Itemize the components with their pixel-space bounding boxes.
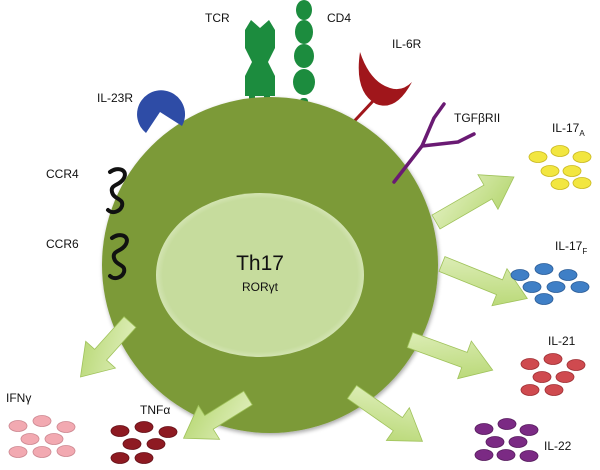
il22-particle-4	[485, 436, 505, 448]
il22-particle-6	[474, 449, 494, 461]
il17f-particle-1	[510, 269, 530, 281]
il21-particle-7	[544, 384, 564, 396]
il21-particle-3	[566, 359, 586, 371]
tnfa-particle-4	[122, 438, 142, 450]
il17a-particle-5	[562, 165, 582, 177]
tgfbrii-receptor-icon	[392, 102, 476, 184]
ifng-label: IFNγ	[6, 391, 31, 405]
il17a-particle-2	[550, 145, 570, 157]
il17f-particle-4	[522, 281, 542, 293]
ccr4-receptor-icon	[106, 167, 127, 215]
tnfa-label: TNFα	[140, 403, 170, 417]
cytokine-clusters	[8, 145, 592, 464]
il6r-label: IL-6R	[392, 37, 422, 51]
arrow-to-il17a	[431, 174, 515, 230]
il17f-particle-5	[546, 281, 566, 293]
tcr-label: TCR	[205, 11, 230, 25]
il21-particle-6	[520, 384, 540, 396]
il17a-particle-4	[540, 165, 560, 177]
ifng-particle-1	[8, 420, 28, 432]
il17a-label: IL-17A	[552, 121, 585, 138]
il22-particle-3	[519, 424, 539, 436]
ifng-particle-3	[56, 421, 76, 433]
ifng-particle-8	[56, 445, 76, 457]
cell-name-label: Th17	[236, 252, 284, 275]
il17f-particle-2	[534, 263, 554, 275]
arrow-to-il21	[406, 331, 494, 380]
ccr6-receptor-icon	[108, 233, 129, 281]
il21-particle-2	[543, 353, 563, 365]
il17a-particle-7	[572, 177, 592, 189]
ccr6-label: CCR6	[46, 237, 79, 251]
il22-particle-8	[519, 450, 539, 462]
il23r-receptor-icon	[137, 90, 186, 133]
il21-particle-5	[555, 371, 575, 383]
arrow-to-il17f	[438, 256, 528, 307]
tnfa-particle-2	[134, 421, 154, 433]
il22-label: IL-22	[544, 439, 572, 453]
il22-particle-2	[497, 418, 517, 430]
il22-particle-5	[508, 436, 528, 448]
tnfa-particle-3	[158, 426, 178, 438]
il17f-particle-3	[558, 269, 578, 281]
tnfa-particle-5	[146, 438, 166, 450]
tgfbrii-label: TGFβRII	[454, 111, 500, 125]
il6r-cup	[358, 52, 412, 106]
tnfa-particle-6	[110, 452, 130, 464]
il17f-particle-6	[570, 281, 590, 293]
il17f-label: IL-17F	[555, 239, 587, 256]
il23r-label: IL-23R	[97, 91, 133, 105]
ifng-particle-7	[32, 446, 52, 458]
tnfa-particle-1	[110, 425, 130, 437]
il17a-particle-1	[528, 151, 548, 163]
il21-particle-4	[532, 371, 552, 383]
il6r-receptor-icon	[344, 52, 412, 132]
il21-label: IL-21	[548, 334, 576, 348]
cd4-label: CD4	[327, 11, 351, 25]
tnfa-particle-7	[134, 452, 154, 464]
cell-nucleus	[156, 193, 364, 357]
ifng-particle-4	[20, 433, 40, 445]
arrow-to-tnfa	[182, 390, 253, 440]
il22-particle-7	[496, 449, 516, 461]
arrow-to-ifng	[80, 316, 137, 378]
transcription-factor-label: RORγt	[242, 280, 279, 294]
ifng-particle-2	[32, 415, 52, 427]
arrow-to-il22	[346, 384, 424, 442]
ccr4-label: CCR4	[46, 167, 79, 181]
ifng-particle-5	[44, 433, 64, 445]
il21-particle-1	[520, 358, 540, 370]
ifng-particle-6	[8, 446, 28, 458]
il17a-particle-6	[550, 178, 570, 190]
il17a-particle-3	[572, 151, 592, 163]
il22-particle-1	[474, 423, 494, 435]
il17f-particle-7	[534, 293, 554, 305]
